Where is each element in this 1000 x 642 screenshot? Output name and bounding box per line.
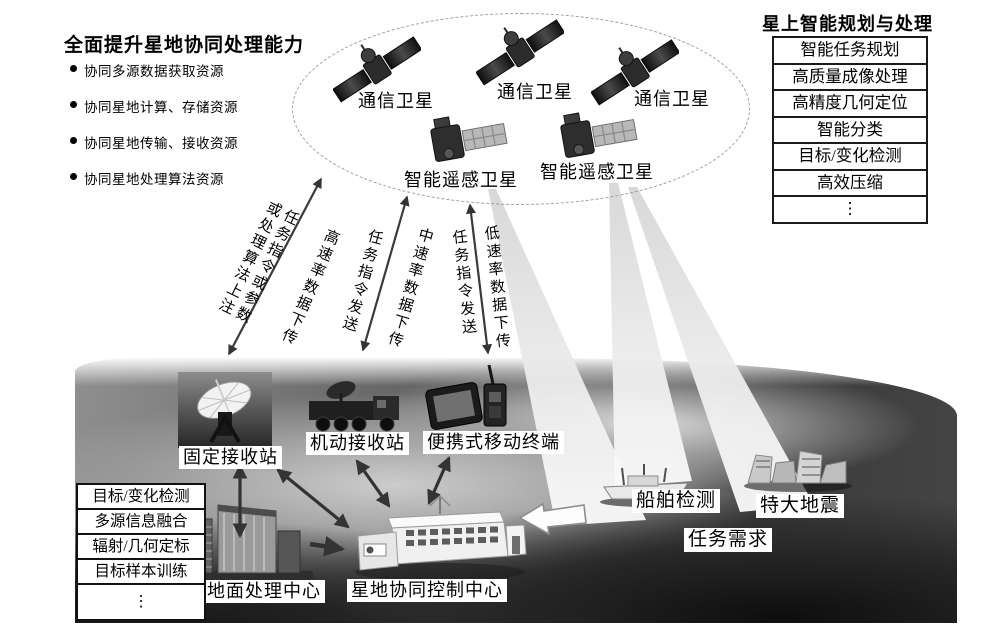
comm-satellite-label: 通信卫星 [634,89,710,109]
onboard-row: 高效压缩 [774,170,926,197]
capability-item: 协同多源数据获取资源 [70,60,320,80]
link-arrow-fixed [228,177,322,356]
portable-terminal-icon [425,364,507,430]
fixed-station-photo [178,372,272,448]
arrow-processing-to-control [309,536,346,557]
mobile-station-label: 机动接收站 [306,432,409,455]
arrow-portable-to-control [427,455,451,506]
onboard-row: 高精度几何定位 [774,91,926,118]
mobile-station-truck-icon [309,381,399,432]
processing-center-label: 地面处理中心 [203,580,325,603]
task-demand-arrow [518,502,587,536]
ground-capabilities-table: 目标/变化检测 多源信息融合 辐射/几何定标 目标样本训练 ⋮ [76,483,206,621]
onboard-table: 智能任务规划 高质量成像处理 高精度几何定位 智能分类 目标/变化检测 高效压缩… [772,36,928,224]
onboard-row: 智能任务规划 [774,38,926,65]
constellation-orbit-ellipse [292,13,750,205]
onboard-row: 目标/变化检测 [774,144,926,171]
beam-middle [609,183,692,487]
onboard-row: ⋮ [774,197,926,222]
link-arrow-mobile [360,195,410,352]
ground-capability-row: 目标样本训练 [78,560,204,585]
beam-left [488,189,646,526]
capability-text: 协同多源数据获取资源 [84,64,224,79]
bullet-icon [70,101,77,108]
capability-text: 协同星地传输、接收资源 [84,136,238,151]
onboard-row: 智能分类 [774,117,926,144]
earthquake-ruins-icon [744,450,852,492]
remote-satellite-label: 智能遥感卫星 [540,162,654,182]
task-demand-label: 任务需求 [684,528,773,552]
ship-detection-label: 船舶检测 [632,489,721,513]
capability-item: 协同星地计算、存储资源 [70,96,320,116]
capability-item: 协同星地传输、接收资源 [70,132,320,152]
control-center-building [355,494,527,581]
fixed-station-label: 固定接收站 [179,446,282,469]
comm-satellite-label: 通信卫星 [358,91,434,111]
portable-terminal-label: 便携式移动终端 [423,431,564,454]
remote-sensing-satellite-icon [428,112,509,163]
bullet-icon [70,137,77,144]
onboard-title: 星上智能规划与处理 [762,14,933,34]
capability-text: 协同星地处理算法资源 [84,172,224,187]
capabilities-title: 全面提升星地协同处理能力 [64,35,305,56]
beam-right [628,187,814,512]
capability-item: 协同星地处理算法资源 [70,168,320,188]
arrow-fixed-to-control [276,468,350,529]
remote-satellite-label: 智能遥感卫星 [404,170,518,190]
bullet-icon [70,65,77,72]
earthquake-label: 特大地震 [756,494,845,518]
capabilities-list: 协同多源数据获取资源 协同星地计算、存储资源 协同星地传输、接收资源 协同星地处… [70,60,320,204]
comm-satellite-label: 通信卫星 [497,82,573,102]
link-arrow-portable [466,203,492,355]
ground-capability-row: 辐射/几何定标 [78,535,204,560]
ground-capability-row: 多源信息融合 [78,510,204,535]
arrow-mobile-to-control [355,459,391,508]
bullet-icon [70,173,77,180]
control-center-label: 星地协同控制中心 [347,579,507,602]
onboard-row: 高质量成像处理 [774,64,926,91]
ground-capability-row: 目标/变化检测 [78,485,204,510]
ground-capability-row: ⋮ [78,585,204,619]
capability-text: 协同星地计算、存储资源 [84,100,238,115]
satellite-dish-icon [197,379,252,444]
comm-satellite-icon [476,18,564,86]
